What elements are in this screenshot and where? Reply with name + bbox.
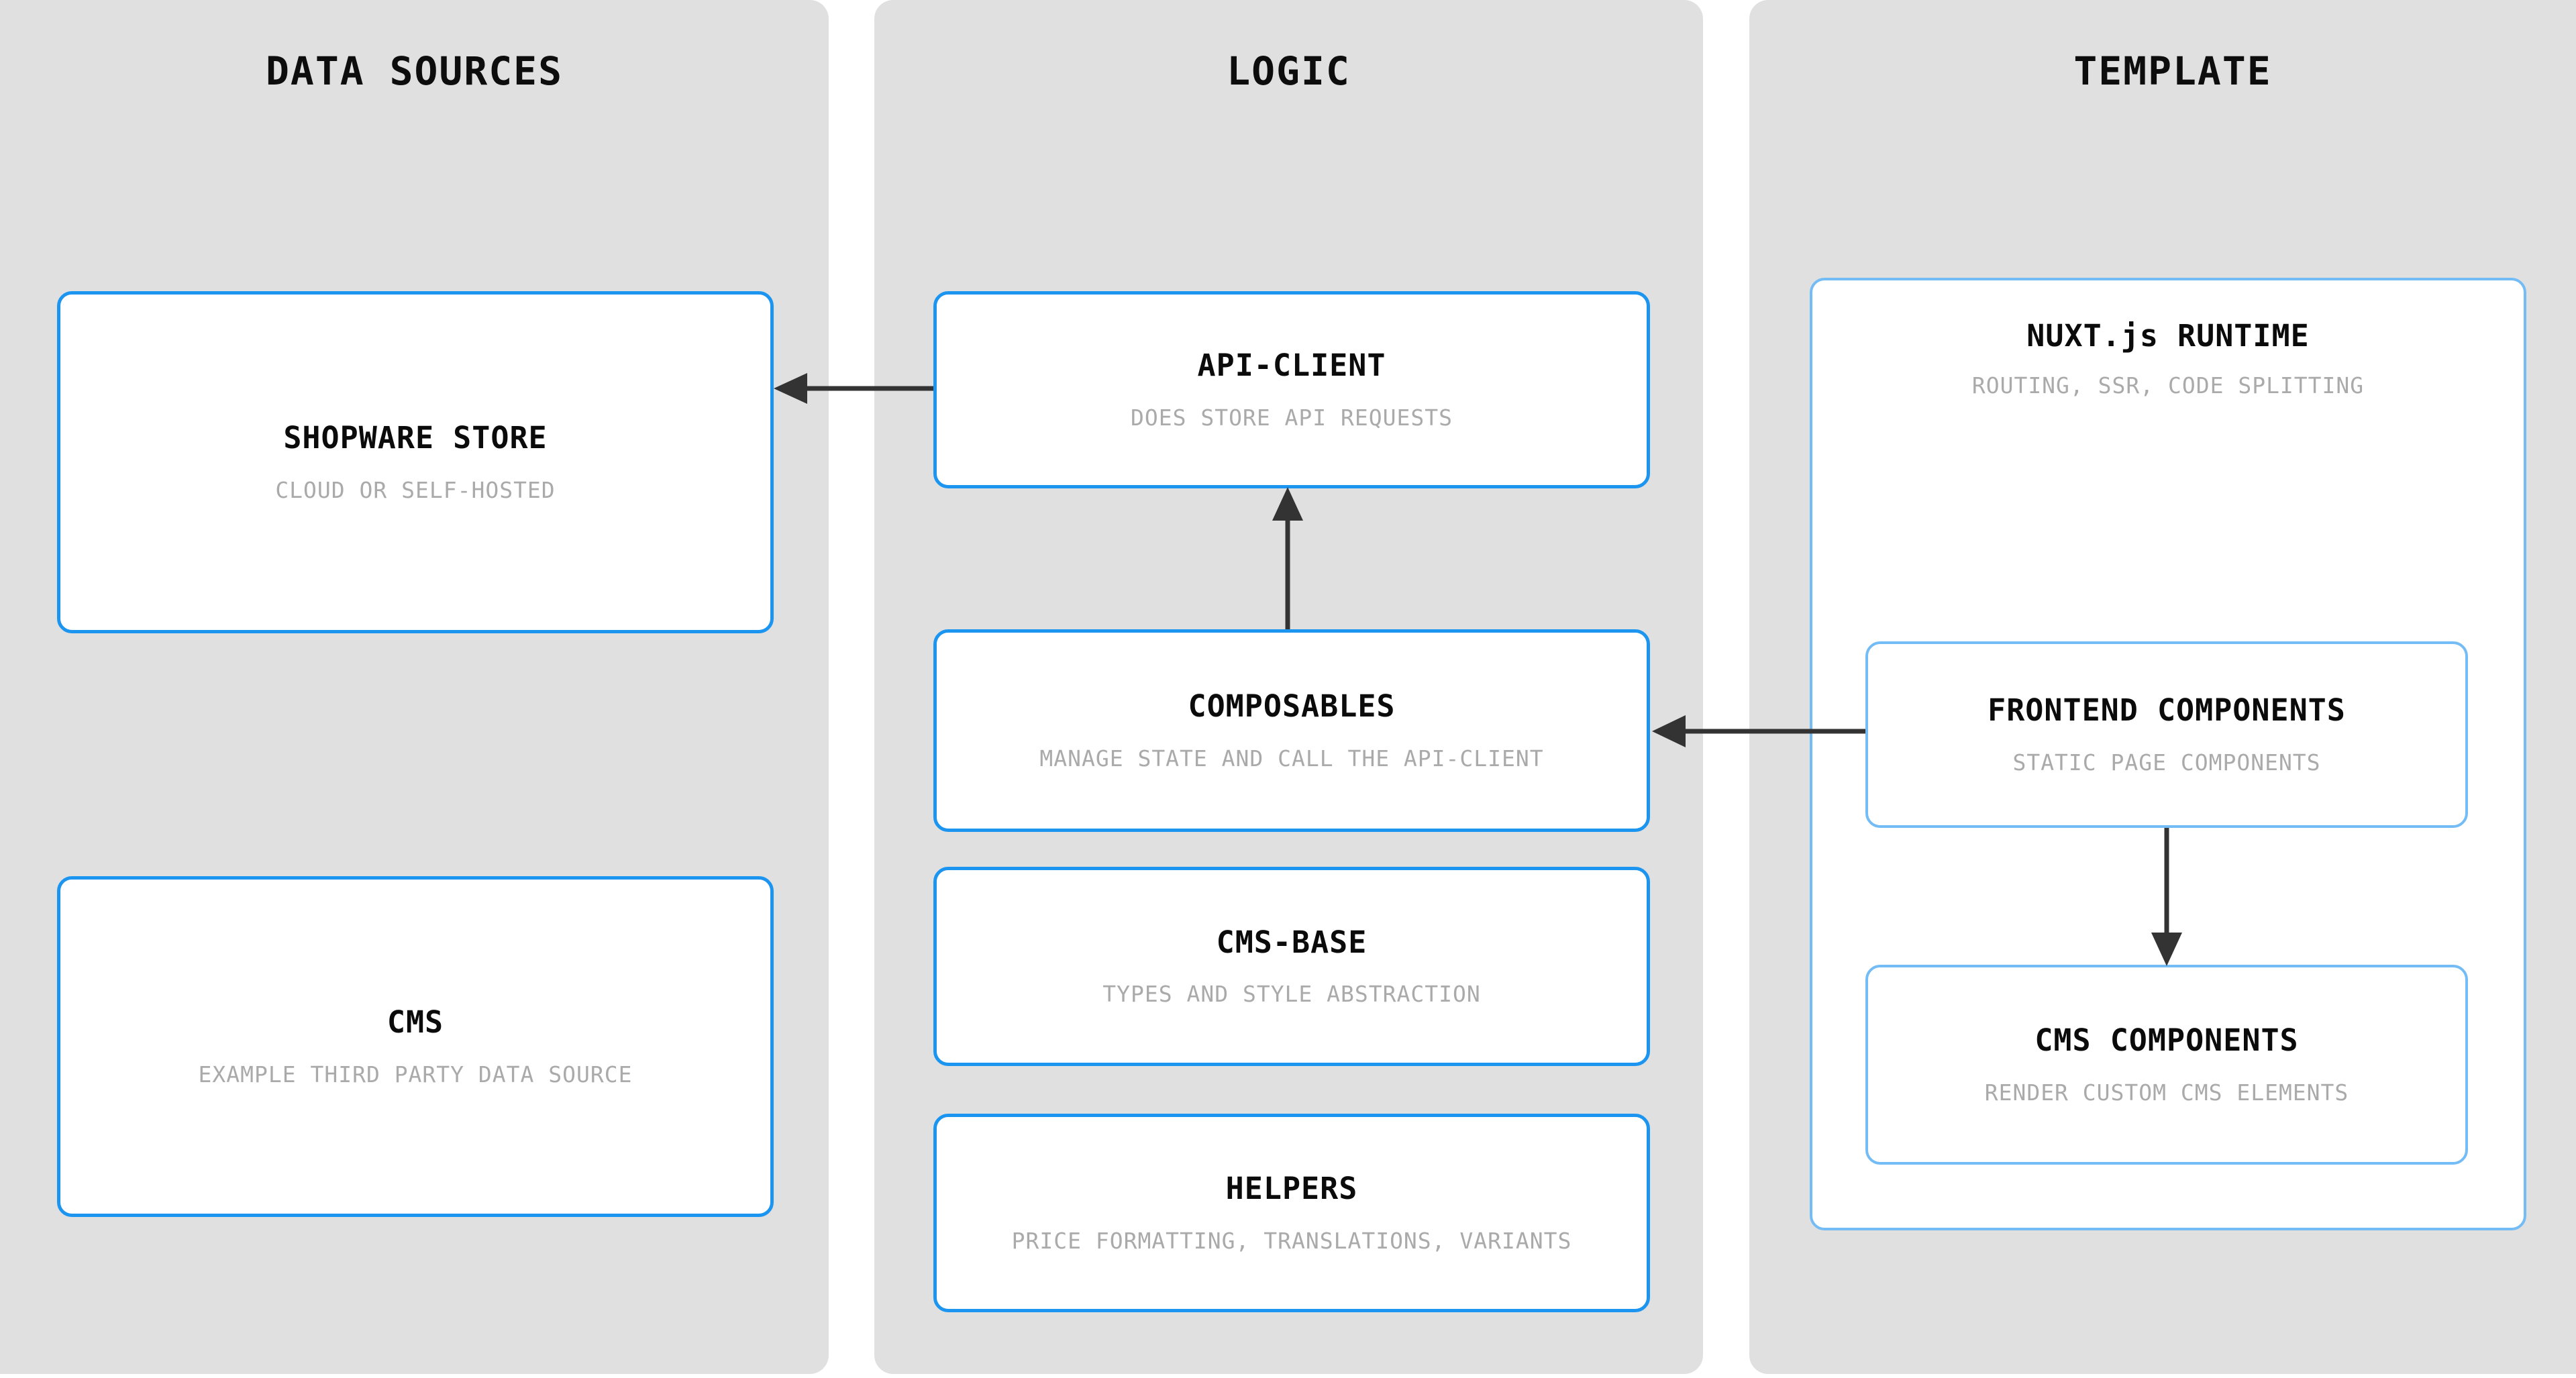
node-subtitle-nuxt-runtime: ROUTING, SSR, CODE SPLITTING: [1971, 372, 2365, 399]
column-title-data-sources: DATA SOURCES: [265, 48, 564, 94]
column-title-logic: LOGIC: [1227, 48, 1351, 94]
node-title-cms-base: CMS-BASE: [1216, 924, 1368, 960]
node-title-frontend-components: FRONTEND COMPONENTS: [1988, 692, 2346, 729]
node-title-nuxt-runtime: NUXT.js RUNTIME: [2026, 318, 2310, 354]
node-subtitle-frontend-components: STATIC PAGE COMPONENTS: [2012, 749, 2321, 776]
node-subtitle-api-client: DOES STORE API REQUESTS: [1131, 404, 1453, 431]
node-helpers[interactable]: HELPERS PRICE FORMATTING, TRANSLATIONS, …: [933, 1114, 1650, 1312]
node-subtitle-cms-components: RENDER CUSTOM CMS ELEMENTS: [1984, 1079, 2349, 1106]
node-shopware-store[interactable]: SHOPWARE STORE CLOUD OR SELF-HOSTED: [57, 291, 774, 633]
node-title-cms-components: CMS COMPONENTS: [2034, 1022, 2299, 1059]
node-title-shopware-store: SHOPWARE STORE: [283, 420, 548, 456]
node-subtitle-cms: EXAMPLE THIRD PARTY DATA SOURCE: [198, 1061, 633, 1088]
node-cms[interactable]: CMS EXAMPLE THIRD PARTY DATA SOURCE: [57, 876, 774, 1217]
node-subtitle-cms-base: TYPES AND STYLE ABSTRACTION: [1102, 981, 1481, 1008]
node-title-composables: COMPOSABLES: [1188, 688, 1396, 725]
node-title-api-client: API-CLIENT: [1197, 348, 1386, 384]
node-subtitle-composables: MANAGE STATE AND CALL THE API-CLIENT: [1039, 745, 1544, 772]
node-title-cms: CMS: [387, 1004, 444, 1041]
node-subtitle-shopware-store: CLOUD OR SELF-HOSTED: [275, 476, 556, 503]
node-composables[interactable]: COMPOSABLES MANAGE STATE AND CALL THE AP…: [933, 629, 1650, 832]
node-api-client[interactable]: API-CLIENT DOES STORE API REQUESTS: [933, 291, 1650, 488]
node-frontend-components[interactable]: FRONTEND COMPONENTS STATIC PAGE COMPONEN…: [1865, 641, 2468, 828]
node-title-helpers: HELPERS: [1225, 1171, 1358, 1207]
column-title-template: TEMPLATE: [2073, 48, 2272, 94]
node-subtitle-helpers: PRICE FORMATTING, TRANSLATIONS, VARIANTS: [1011, 1227, 1572, 1254]
node-cms-components[interactable]: CMS COMPONENTS RENDER CUSTOM CMS ELEMENT…: [1865, 965, 2468, 1165]
node-cms-base[interactable]: CMS-BASE TYPES AND STYLE ABSTRACTION: [933, 867, 1650, 1066]
